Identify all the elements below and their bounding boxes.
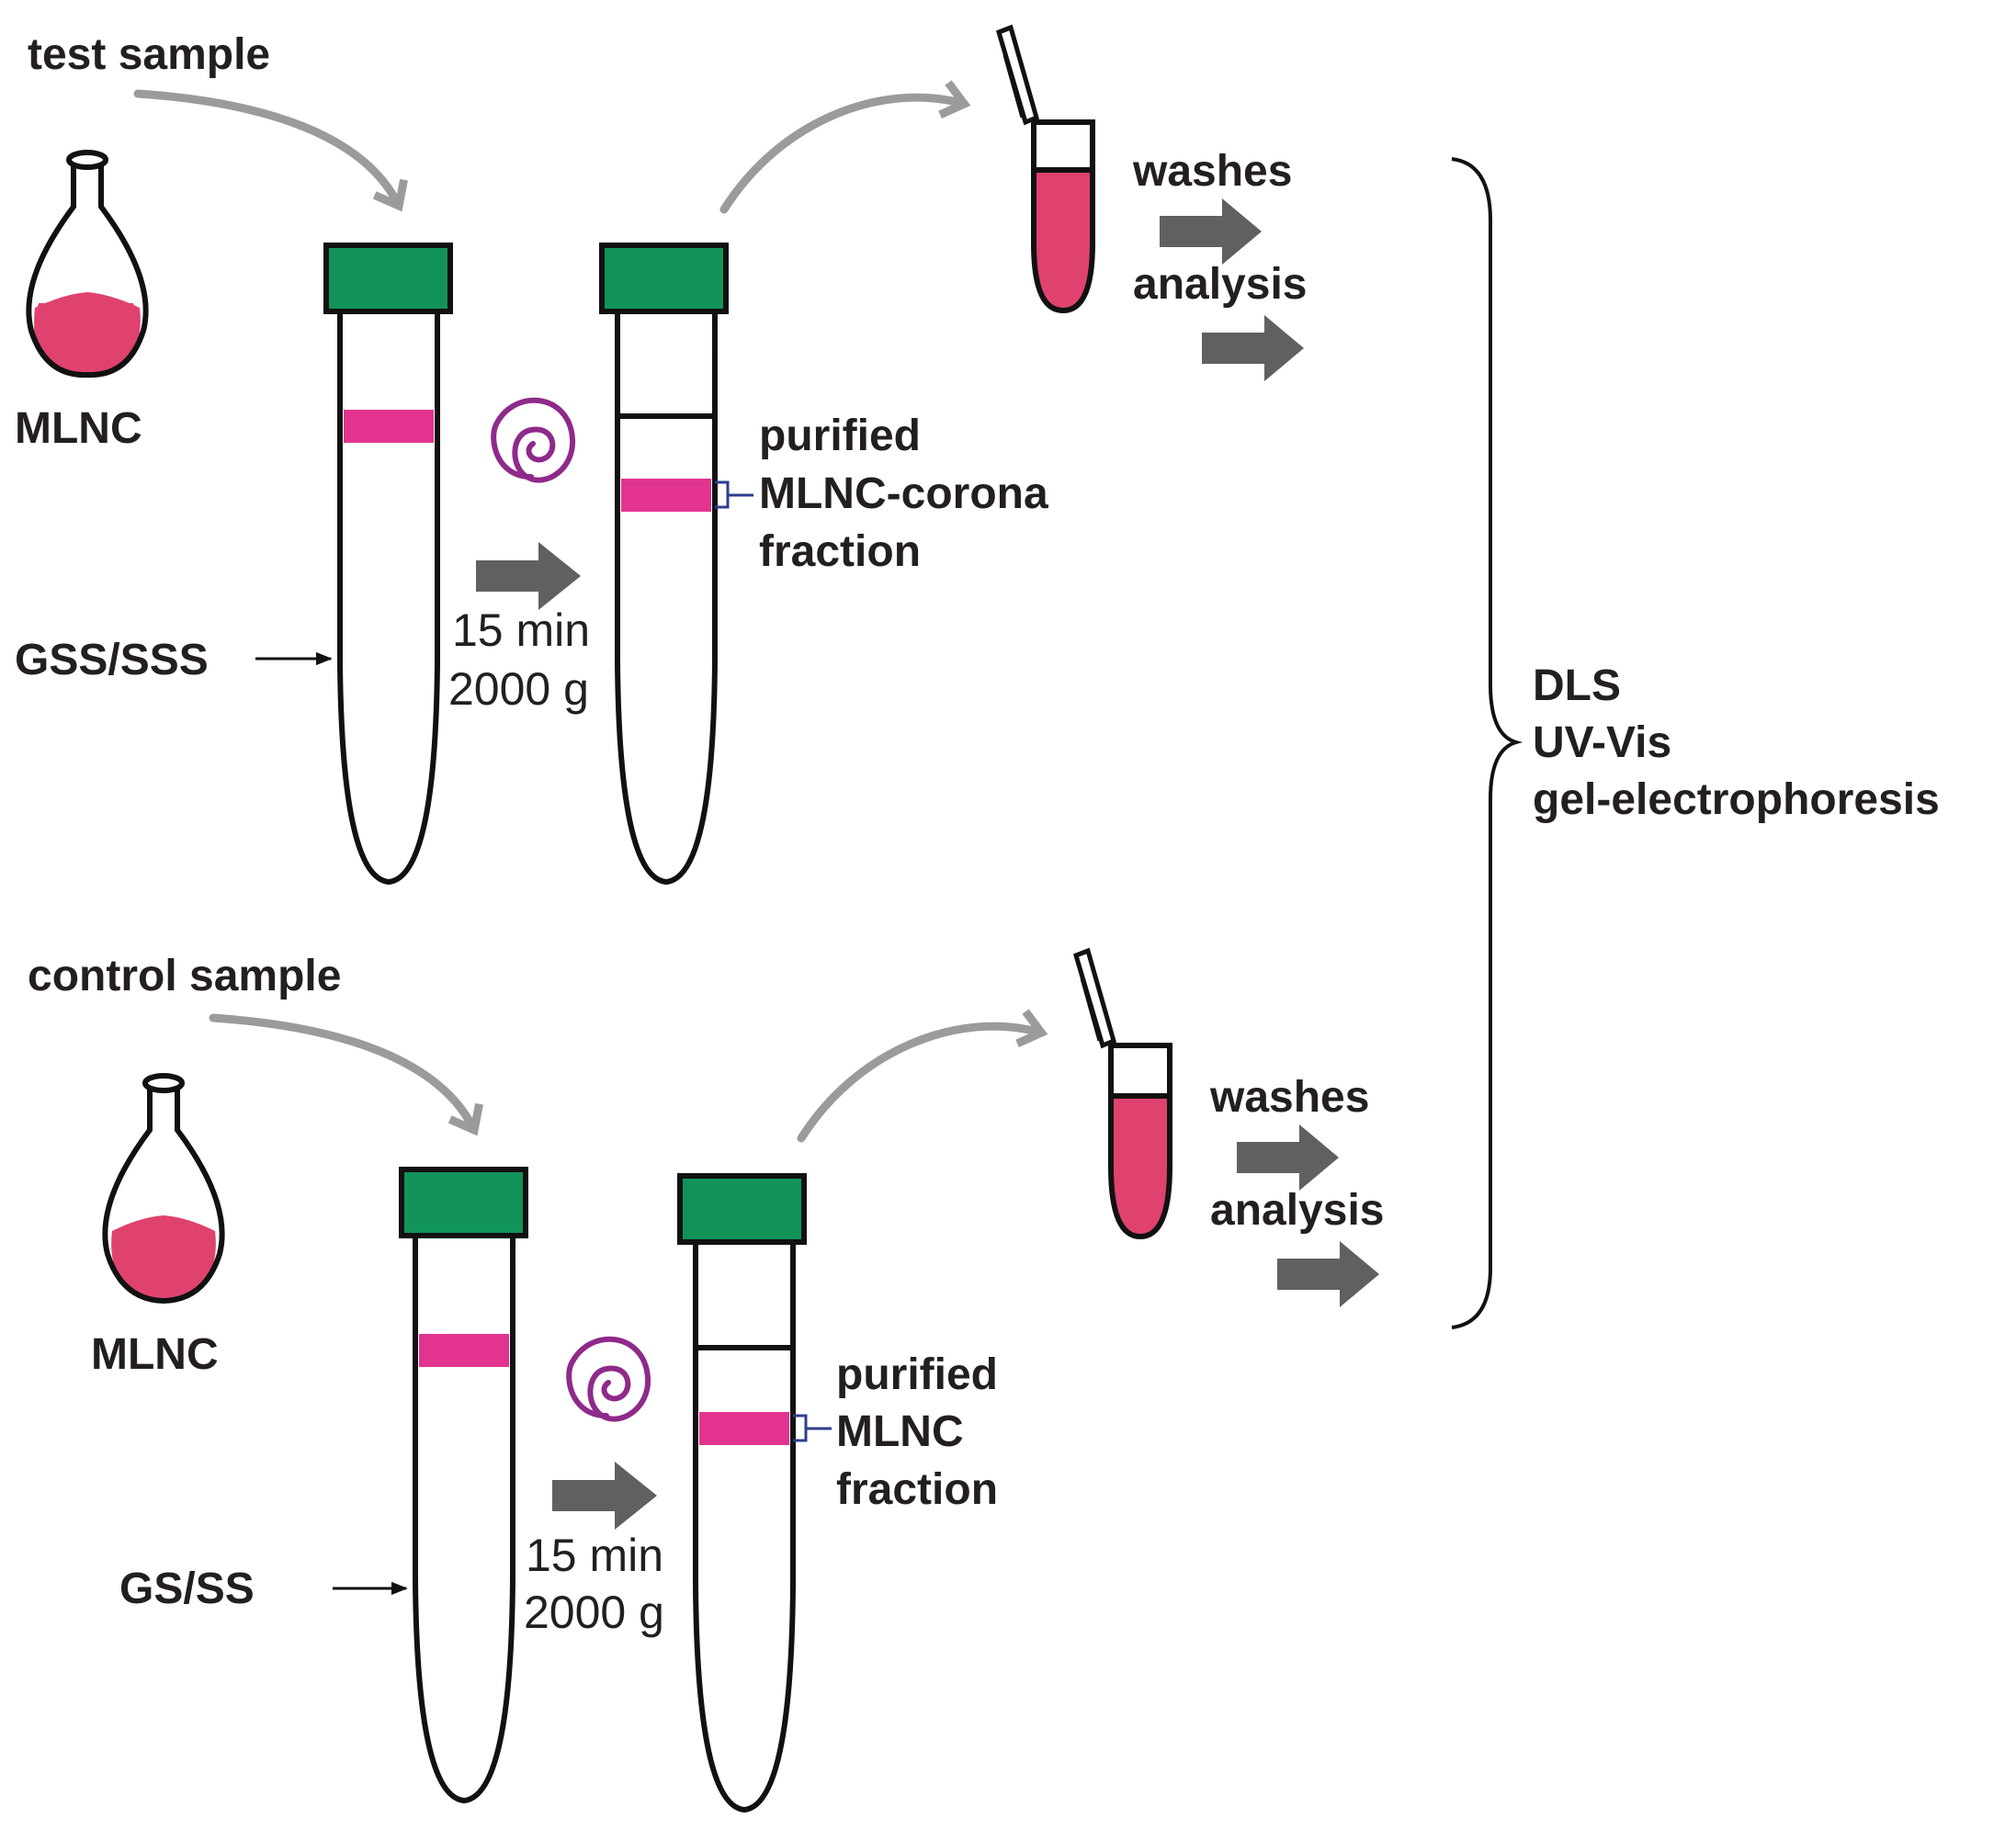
centrifuge-tube-after bbox=[599, 243, 729, 886]
spin-time: 15 min bbox=[452, 604, 590, 656]
analysis-label: analysis bbox=[1210, 1186, 1384, 1235]
washes-label: washes bbox=[1209, 1073, 1369, 1122]
method-dls: DLS bbox=[1533, 661, 1621, 710]
eppendorf-tube-icon bbox=[1072, 947, 1172, 1240]
fraction-label-line-3: fraction bbox=[836, 1465, 998, 1514]
curly-brace bbox=[1451, 157, 1523, 1329]
washes-arrow bbox=[1237, 1124, 1339, 1191]
centrifuge-spiral-icon bbox=[491, 397, 576, 483]
method-gel-electrophoresis: gel-electrophoresis bbox=[1533, 775, 1940, 824]
purified-layer bbox=[699, 1412, 789, 1445]
flask-icon bbox=[102, 1073, 225, 1305]
transfer-arrow bbox=[719, 80, 971, 214]
washes-arrow bbox=[1160, 198, 1262, 265]
fraction-label-line-1: purified bbox=[836, 1350, 998, 1399]
centrifuge-tube-after bbox=[677, 1173, 807, 1813]
flask-icon bbox=[26, 150, 149, 378]
fraction-bracket bbox=[793, 1414, 832, 1442]
fraction-label-line-3: fraction bbox=[759, 527, 921, 576]
centrifuge-spiral-icon bbox=[566, 1336, 651, 1422]
purified-layer bbox=[621, 479, 711, 512]
fraction-label-line-2: MLNC-corona bbox=[759, 469, 1048, 518]
tube-cap bbox=[323, 243, 453, 314]
spin-arrow bbox=[552, 1462, 657, 1530]
analysis-arrow bbox=[1202, 315, 1304, 381]
spin-force: 2000 g bbox=[524, 1587, 664, 1638]
spin-arrow bbox=[476, 542, 581, 610]
control-sample-row: control sample MLNC GS/SS 15 min 2000 g bbox=[28, 947, 1384, 1813]
control-sample-arrow bbox=[209, 1013, 483, 1136]
spin-force: 2000 g bbox=[448, 663, 589, 715]
fraction-bracket bbox=[715, 480, 753, 509]
analysis-methods: DLS UV-Vis gel-electrophoresis bbox=[1533, 661, 1940, 824]
centrifuge-tube-before bbox=[323, 243, 453, 886]
test-sample-label: test sample bbox=[28, 30, 270, 79]
analysis-label: analysis bbox=[1133, 260, 1307, 309]
test-sample-row: test sample MLNC GSS/SSS 15 min 2000 g bbox=[15, 24, 1307, 886]
medium-label: GSS/SSS bbox=[15, 636, 209, 684]
mlnc-layer bbox=[419, 1334, 509, 1367]
method-uv-vis: UV-Vis bbox=[1533, 718, 1671, 767]
tube-cap bbox=[599, 243, 729, 314]
centrifuge-tube-before bbox=[399, 1167, 528, 1804]
flask-label: MLNC bbox=[15, 404, 142, 453]
test-sample-arrow bbox=[133, 89, 408, 212]
eppendorf-tube-icon bbox=[995, 24, 1095, 314]
flask-label: MLNC bbox=[91, 1330, 219, 1379]
spin-time: 15 min bbox=[526, 1530, 663, 1581]
tube-cap bbox=[399, 1167, 528, 1238]
transfer-arrow bbox=[797, 1009, 1048, 1143]
analysis-arrow bbox=[1277, 1241, 1379, 1307]
washes-label: washes bbox=[1132, 147, 1292, 196]
tube-cap bbox=[677, 1173, 807, 1245]
fraction-label-line-1: purified bbox=[759, 412, 921, 460]
control-sample-label: control sample bbox=[28, 952, 341, 1000]
mlnc-layer bbox=[344, 410, 434, 443]
fraction-label-line-2: MLNC bbox=[836, 1407, 964, 1456]
medium-label: GS/SS bbox=[119, 1565, 255, 1613]
